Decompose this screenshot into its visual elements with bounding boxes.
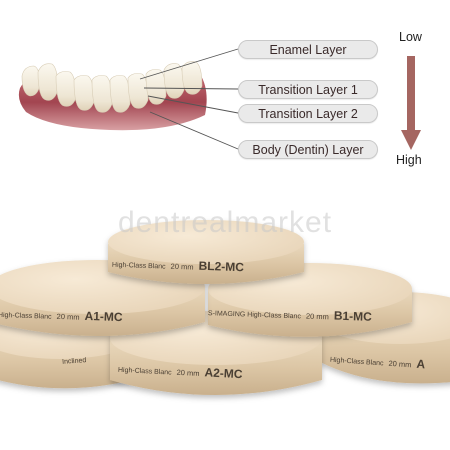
scale-low-label: Low [399,30,422,44]
puck-a2-size: 20 mm [176,367,200,379]
teeth [21,61,203,113]
puck-a1-code: A1-MC [84,308,123,325]
body-dentin-layer-label: Body (Dentin) Layer [238,140,378,159]
puck-a1-size: 20 mm [56,311,80,322]
enamel-layer-label: Enamel Layer [238,40,378,59]
puck-left-brand: Inclined [61,357,87,366]
transition-layer-2-label: Transition Layer 2 [238,104,378,123]
puck-b1-size: 20 mm [305,311,329,322]
puck-a3-size: 20 mm [388,358,412,370]
puck-a1-brand: High-Class Blanc [0,311,52,321]
puck-left-label: Inclined [61,349,87,369]
puck-b1-brand: S-IMAGING High-Class Blanc [207,310,301,321]
scale-high-label: High [396,153,422,167]
puck-bl2-code: BL2-MC [198,258,245,275]
scale-arrow [401,56,421,150]
leader-lines [139,48,239,150]
transition-layer-1-label: Transition Layer 1 [238,80,378,99]
puck-b1-code: B1-MC [333,308,373,324]
puck-bl2-brand: High-Class Blanc [111,261,166,271]
puck-bl2 [108,220,304,284]
puck-a3-code: A [416,356,426,372]
puck-a2-brand: High-Class Blanc [117,366,172,377]
puck-bl2-size: 20 mm [170,261,194,272]
puck-a3-brand: High-Class Blanc [329,356,384,368]
puck-a2-code: A2-MC [204,365,243,382]
